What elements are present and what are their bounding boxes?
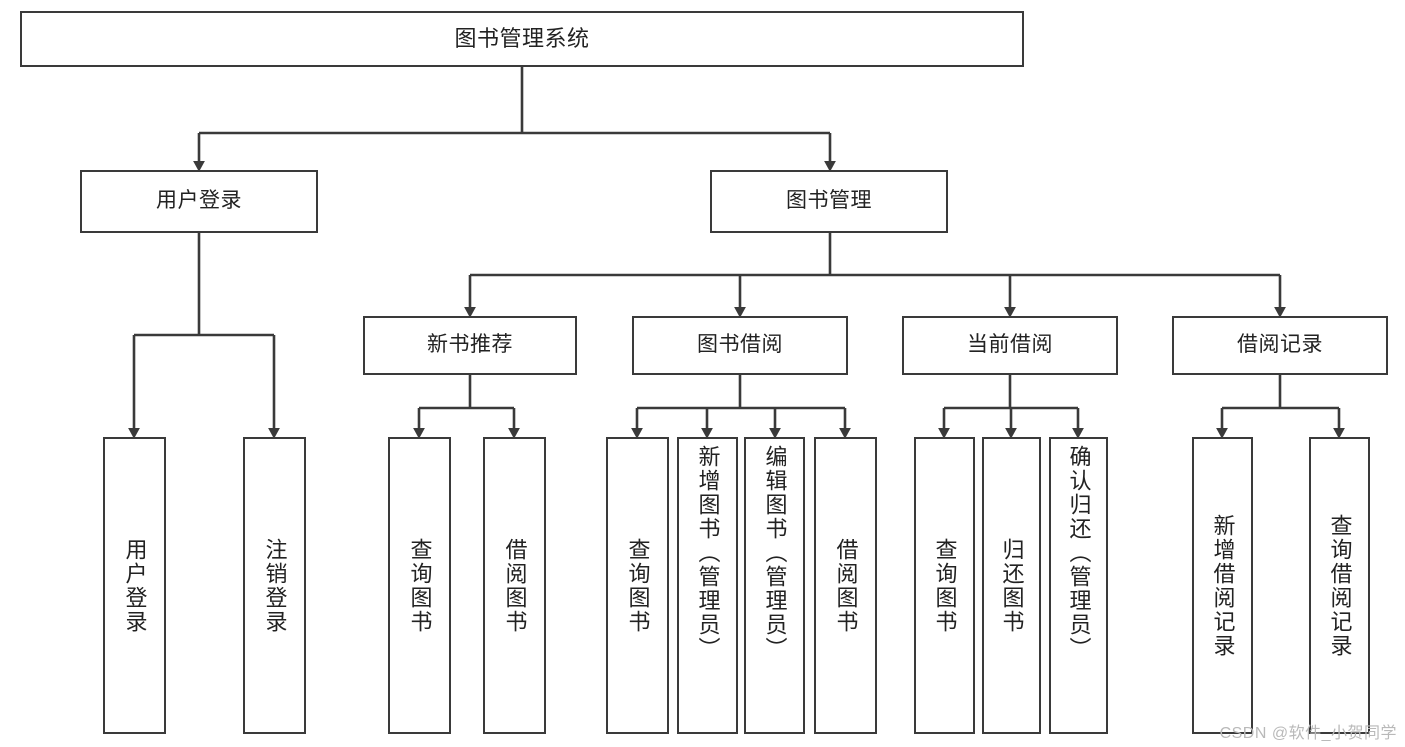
node-leaf-return-book[interactable]: 归还图书	[982, 437, 1041, 734]
node-leaf-query-record[interactable]: 查询借阅记录	[1309, 437, 1370, 734]
node-leaf-query-book-2[interactable]: 查询图书	[606, 437, 669, 734]
node-leaf-confirm-return-label: 确认归还（管理员）	[1066, 445, 1092, 661]
node-borrow-record-label: 借阅记录	[1237, 333, 1323, 357]
node-new-book-rec[interactable]: 新书推荐	[363, 316, 577, 375]
node-leaf-query-book-3-label: 查询图书	[932, 537, 958, 634]
node-new-book-rec-label: 新书推荐	[427, 333, 513, 357]
node-leaf-user-login-label: 用户登录	[122, 537, 148, 634]
node-leaf-borrow-book-1[interactable]: 借阅图书	[483, 437, 546, 734]
node-leaf-query-book-1-label: 查询图书	[407, 537, 433, 634]
node-book-manage-label: 图书管理	[786, 189, 872, 213]
node-leaf-borrow-book-1-label: 借阅图书	[502, 537, 528, 634]
node-root[interactable]: 图书管理系统	[20, 11, 1024, 67]
node-leaf-edit-book-label: 编辑图书（管理员）	[762, 445, 788, 661]
node-leaf-add-record[interactable]: 新增借阅记录	[1192, 437, 1253, 734]
node-user-login-label: 用户登录	[156, 189, 242, 213]
node-leaf-user-login[interactable]: 用户登录	[103, 437, 166, 734]
node-leaf-query-book-1[interactable]: 查询图书	[388, 437, 451, 734]
node-leaf-add-book[interactable]: 新增图书（管理员）	[677, 437, 738, 734]
node-root-label: 图书管理系统	[454, 26, 590, 52]
node-current-borrow-label: 当前借阅	[967, 333, 1053, 357]
node-leaf-confirm-return[interactable]: 确认归还（管理员）	[1049, 437, 1108, 734]
node-leaf-return-book-label: 归还图书	[999, 537, 1025, 634]
node-leaf-logout[interactable]: 注销登录	[243, 437, 306, 734]
node-book-borrow[interactable]: 图书借阅	[632, 316, 848, 375]
node-borrow-record[interactable]: 借阅记录	[1172, 316, 1388, 375]
node-leaf-query-book-3[interactable]: 查询图书	[914, 437, 975, 734]
node-current-borrow[interactable]: 当前借阅	[902, 316, 1118, 375]
node-leaf-query-book-2-label: 查询图书	[625, 537, 651, 634]
node-book-manage[interactable]: 图书管理	[710, 170, 948, 233]
node-leaf-edit-book[interactable]: 编辑图书（管理员）	[744, 437, 805, 734]
node-leaf-query-record-label: 查询借阅记录	[1327, 513, 1353, 658]
node-leaf-borrow-book-2-label: 借阅图书	[833, 537, 859, 634]
node-leaf-add-book-label: 新增图书（管理员）	[695, 445, 721, 661]
node-leaf-add-record-label: 新增借阅记录	[1210, 513, 1236, 658]
watermark-text: CSDN @软件_小贺同学	[1219, 725, 1397, 742]
node-user-login[interactable]: 用户登录	[80, 170, 318, 233]
node-leaf-borrow-book-2[interactable]: 借阅图书	[814, 437, 877, 734]
node-leaf-logout-label: 注销登录	[262, 537, 288, 634]
node-book-borrow-label: 图书借阅	[697, 333, 783, 357]
